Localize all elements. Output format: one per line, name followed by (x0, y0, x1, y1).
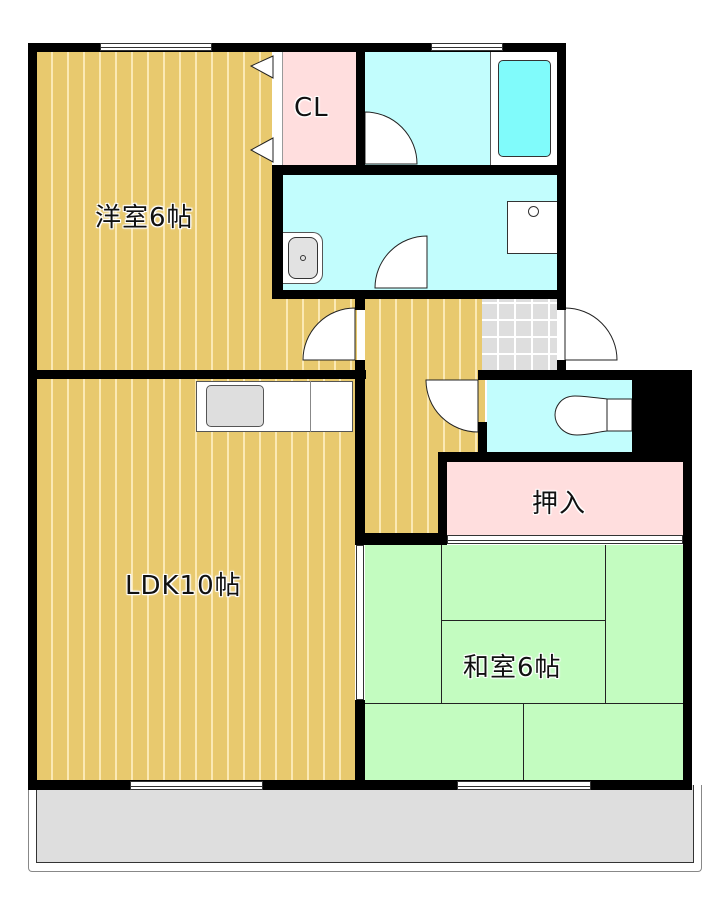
tatami-line (441, 545, 442, 703)
western-room-label: 洋室6帖 (95, 203, 194, 233)
ldk-label: LDK10帖 (125, 571, 242, 601)
wall (438, 452, 447, 545)
entrance-floor (482, 298, 557, 370)
kitchen-counter-divider (310, 381, 311, 432)
entrance-door-icon (564, 307, 618, 361)
wall (557, 298, 566, 310)
wall (355, 533, 447, 545)
western-room-door-icon (302, 307, 356, 361)
oshiire-sliding-door[interactable] (447, 535, 683, 544)
closet-floor (283, 52, 356, 165)
wall (478, 370, 692, 380)
oshiire-floor (447, 462, 683, 536)
japanese-room-floor (365, 545, 683, 781)
wall (355, 298, 365, 310)
kitchen-sink-icon (206, 385, 264, 427)
oshiire-label: 押入 (532, 489, 587, 519)
basin-drain-icon (300, 255, 306, 261)
basin-bowl (288, 237, 318, 279)
pipe-shaft (632, 370, 692, 462)
toilet-icon (554, 395, 633, 436)
wall (272, 165, 565, 175)
tatami-line (605, 545, 606, 703)
wall (355, 360, 365, 545)
japanese-room-label: 和室6帖 (463, 653, 562, 683)
bathroom-door-icon (364, 111, 418, 165)
closet-door-icon (249, 55, 274, 163)
window (431, 43, 503, 51)
tatami-line (441, 620, 606, 621)
wall (28, 370, 366, 379)
closet-label: CL (294, 93, 329, 123)
wall (272, 165, 283, 298)
ldk-floor (37, 379, 355, 780)
wall (683, 452, 692, 790)
tatami-line (523, 703, 524, 781)
sliding-door[interactable] (457, 781, 591, 790)
bathtub-icon (498, 60, 551, 157)
wall (355, 700, 365, 790)
drain-icon (528, 206, 539, 217)
western-room-floor (37, 52, 282, 370)
washing-machine-pan-icon (507, 201, 557, 254)
wall (28, 43, 565, 52)
tatami-line (365, 703, 683, 704)
wall (478, 422, 487, 462)
washroom-door-icon (374, 235, 428, 289)
wall (557, 360, 566, 372)
window (100, 43, 212, 51)
wall (28, 43, 37, 790)
closet-door-strip (272, 52, 283, 165)
sliding-door[interactable] (356, 545, 364, 700)
wall (356, 52, 365, 175)
balcony-floor (36, 785, 694, 863)
wall (272, 290, 565, 299)
wash-basin-icon (283, 232, 323, 284)
wall (438, 452, 692, 462)
sliding-door[interactable] (130, 781, 263, 790)
toilet-door-icon (425, 379, 479, 433)
